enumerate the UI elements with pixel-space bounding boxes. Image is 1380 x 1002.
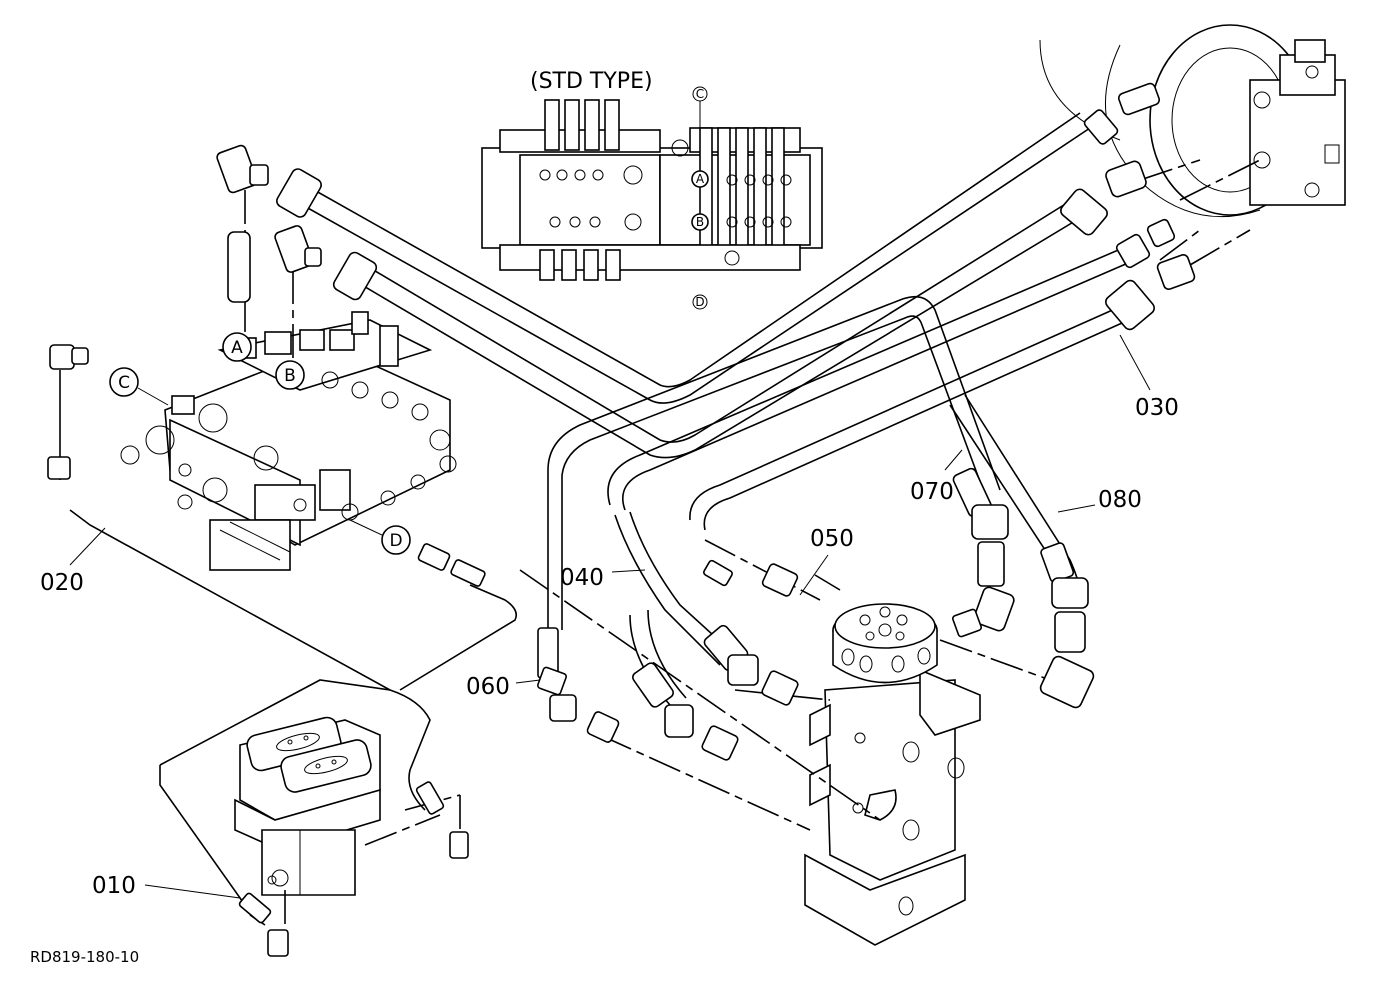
control-valve	[120, 311, 457, 571]
callout-030: 030	[1119, 334, 1179, 421]
travel-motor	[1039, 24, 1346, 218]
marker-a: A	[222, 332, 252, 362]
inset-control-valve	[481, 99, 823, 281]
svg-text:D: D	[389, 531, 402, 551]
marker-c: C	[109, 367, 169, 406]
inset-title: (STD TYPE)	[530, 69, 653, 94]
pilot-valve	[234, 716, 381, 896]
svg-text:B: B	[284, 366, 296, 386]
std-type-inset: (STD TYPE)	[481, 69, 823, 310]
marker-b: B	[275, 360, 305, 390]
svg-text:C: C	[696, 87, 704, 101]
svg-text:D: D	[695, 295, 704, 309]
callout-040: 040	[560, 565, 646, 591]
fittings	[47, 82, 1196, 957]
svg-text:040: 040	[560, 565, 604, 591]
callout-020: 020	[40, 527, 106, 596]
svg-text:010: 010	[92, 873, 136, 899]
callout-060: 060	[466, 674, 541, 700]
svg-text:070: 070	[910, 479, 954, 505]
svg-text:A: A	[231, 338, 243, 358]
callout-050: 050	[799, 526, 854, 596]
callout-010: 010	[92, 873, 241, 899]
inset-marker-d: D	[692, 294, 708, 310]
swivel-joint	[804, 603, 981, 946]
drawing-code: RD819-180-10	[30, 948, 139, 966]
svg-text:030: 030	[1135, 395, 1179, 421]
marker-d: D	[349, 519, 411, 555]
callout-080: 080	[1057, 487, 1142, 513]
svg-text:C: C	[118, 373, 130, 393]
svg-text:080: 080	[1098, 487, 1142, 513]
inset-marker-c: C	[692, 86, 708, 128]
inset-marker-b: B	[691, 213, 709, 231]
svg-text:B: B	[696, 215, 704, 229]
svg-text:A: A	[696, 172, 705, 186]
svg-text:060: 060	[466, 674, 510, 700]
svg-text:020: 020	[40, 570, 84, 596]
inset-marker-a: A	[691, 170, 709, 188]
svg-text:050: 050	[810, 526, 854, 552]
callout-070: 070	[910, 449, 963, 505]
